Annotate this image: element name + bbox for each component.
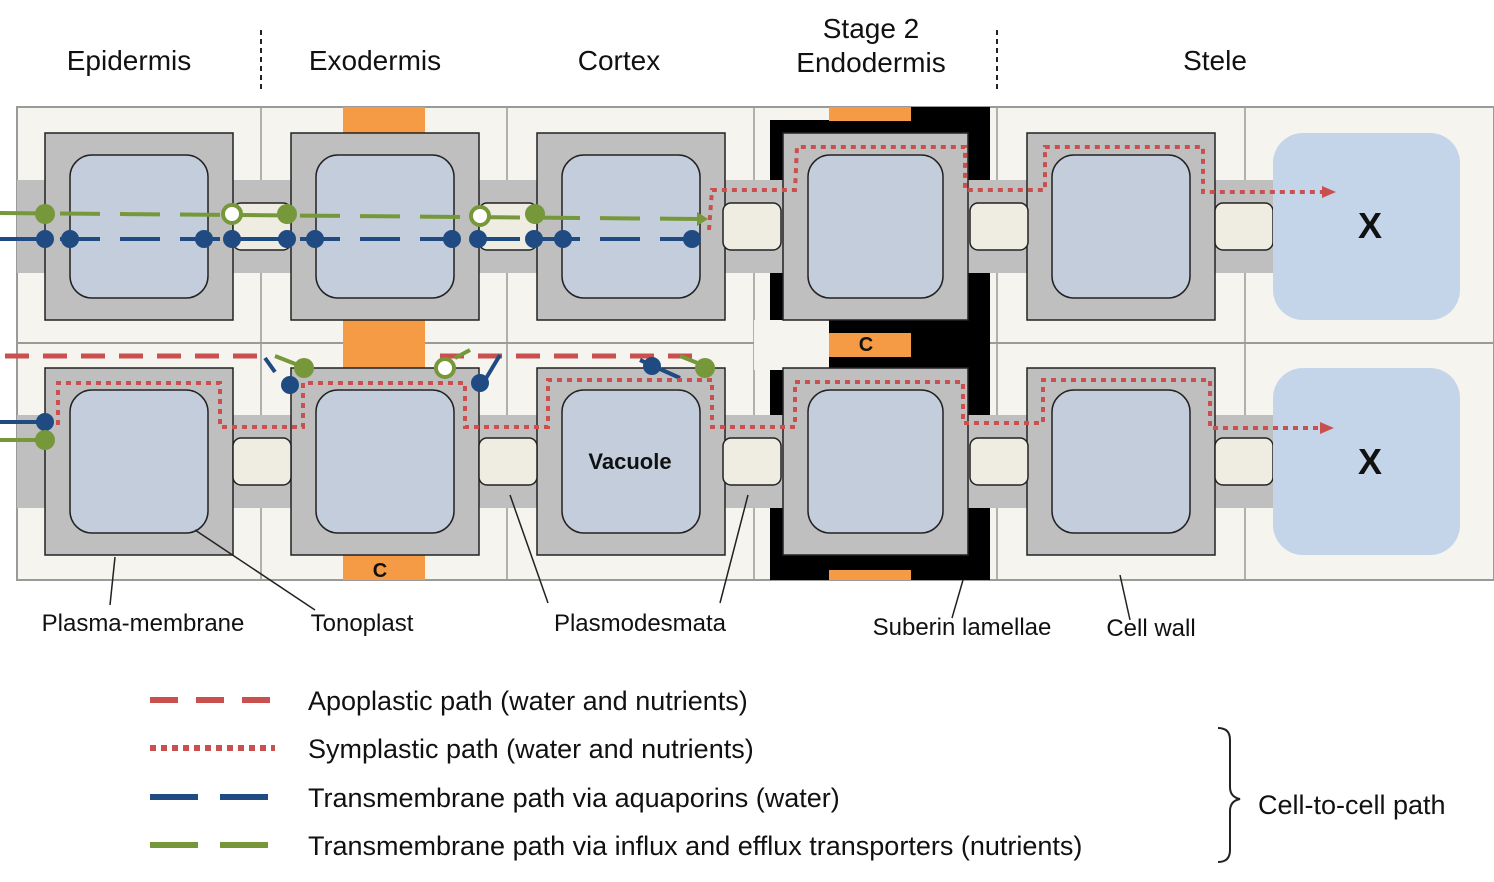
label-suberin-lamellae: Suberin lamellae <box>873 614 1052 641</box>
influx-transporter <box>277 204 297 224</box>
cells <box>17 132 1460 556</box>
plasmodesma <box>232 437 292 486</box>
plasmodesma <box>969 202 1029 251</box>
aquaporin <box>36 413 54 431</box>
leader-cell-wall <box>1119 574 1131 621</box>
aquaporin <box>223 230 241 248</box>
aquaporin <box>443 230 461 248</box>
aquaporin <box>525 230 543 248</box>
influx-transporter <box>525 204 545 224</box>
legend-label-symplastic: Symplastic path (water and nutrients) <box>308 734 754 764</box>
xylem-vessel <box>1273 133 1460 320</box>
plasmodesma <box>722 202 782 251</box>
leader-plasmodesmata-2 <box>719 494 749 604</box>
leader-tonoplast <box>194 529 316 611</box>
vacuole <box>807 154 944 299</box>
casparian-label-exodermis: C <box>373 560 387 582</box>
suberin-lamellae <box>910 107 990 121</box>
symplastic-path <box>56 378 1320 430</box>
annotations: Plasma-membrane Tonoplast Plasmodesmata … <box>42 494 1196 642</box>
arrowhead <box>697 212 708 226</box>
influx-transporter <box>294 358 314 378</box>
casparian-strip <box>829 107 911 121</box>
aquaporin <box>469 230 487 248</box>
column-headers: Epidermis Exodermis Cortex Stage 2 Endod… <box>67 13 1247 90</box>
plasmodesma <box>1214 202 1274 251</box>
symplastic-path <box>707 145 1325 231</box>
plasmodesma <box>1214 437 1274 486</box>
xylem-label-bottom: X <box>1358 441 1382 482</box>
transmembrane-branch <box>263 356 277 374</box>
header-endodermis-stage: Stage 2 <box>823 13 920 44</box>
casparian-strip <box>343 555 425 580</box>
aquaporin <box>683 230 701 248</box>
leader-plasma-membrane <box>109 556 116 606</box>
label-tonoplast: Tonoplast <box>311 610 414 637</box>
label-plasma-membrane: Plasma-membrane <box>42 610 245 637</box>
aquaporin <box>36 230 54 248</box>
transport-paths <box>0 145 1336 450</box>
aquaporin <box>61 230 79 248</box>
influx-transporter <box>695 358 715 378</box>
header-epidermis: Epidermis <box>67 45 191 76</box>
plasmodesma <box>722 437 782 486</box>
influx-transporter <box>35 430 55 450</box>
vacuole <box>1051 154 1191 299</box>
aquaporin <box>306 230 324 248</box>
legend-label-aquaporin: Transmembrane path via aquaporins (water… <box>308 783 840 813</box>
legend-group-label: Cell-to-cell path <box>1258 790 1446 820</box>
efflux-transporter <box>469 205 491 227</box>
arrowhead <box>1320 422 1334 434</box>
aquaporin <box>281 376 299 394</box>
vacuole <box>561 154 701 299</box>
casparian-strip <box>343 320 425 368</box>
cell-wall-gap <box>754 320 829 370</box>
efflux-transporter <box>434 357 456 379</box>
label-plasmodesmata: Plasmodesmata <box>554 610 727 637</box>
xylem-label-top: X <box>1358 205 1382 246</box>
header-cortex: Cortex <box>578 45 660 76</box>
transmembrane-branch <box>454 348 471 360</box>
header-exodermis: Exodermis <box>309 45 441 76</box>
vacuole <box>69 154 209 299</box>
casparian-strip <box>829 333 911 357</box>
vacuole <box>315 154 455 299</box>
aquaporin <box>554 230 572 248</box>
leader-suberin <box>951 579 964 619</box>
vacuole <box>561 389 701 534</box>
label-cell-wall: Cell wall <box>1106 615 1195 642</box>
casparian-strip <box>829 570 911 580</box>
legend: Apoplastic path (water and nutrients) Sy… <box>150 686 1446 863</box>
legend-brace <box>1217 727 1241 863</box>
arrowhead <box>1322 186 1336 198</box>
vacuole <box>807 389 944 534</box>
vacuole-label: Vacuole <box>588 449 671 474</box>
transmembrane-branch <box>274 354 299 367</box>
efflux-transporter <box>221 203 243 225</box>
header-stele: Stele <box>1183 45 1247 76</box>
header-endodermis: Endodermis <box>796 47 945 78</box>
transmembrane-branch <box>483 353 502 382</box>
cell-wall-grid <box>16 106 1494 581</box>
leader-plasmodesmata-1 <box>509 494 549 604</box>
aquaporin <box>195 230 213 248</box>
aquaporin <box>278 230 296 248</box>
xylem-vessel <box>1273 368 1460 555</box>
diagram-labels: Vacuole C C X X <box>373 205 1382 582</box>
legend-label-transporter: Transmembrane path via influx and efflux… <box>308 831 1082 861</box>
casparian-strip <box>343 107 425 133</box>
vacuole <box>69 389 209 534</box>
vacuole <box>315 389 455 534</box>
plasmodesma <box>969 437 1029 486</box>
plasmodesma <box>478 437 538 486</box>
casparian-label-endodermis: C <box>859 334 873 356</box>
influx-transporter <box>35 204 55 224</box>
legend-label-apoplastic: Apoplastic path (water and nutrients) <box>308 686 748 716</box>
aquaporin <box>471 374 489 392</box>
aquaporin <box>643 357 661 375</box>
vacuole <box>1051 389 1191 534</box>
